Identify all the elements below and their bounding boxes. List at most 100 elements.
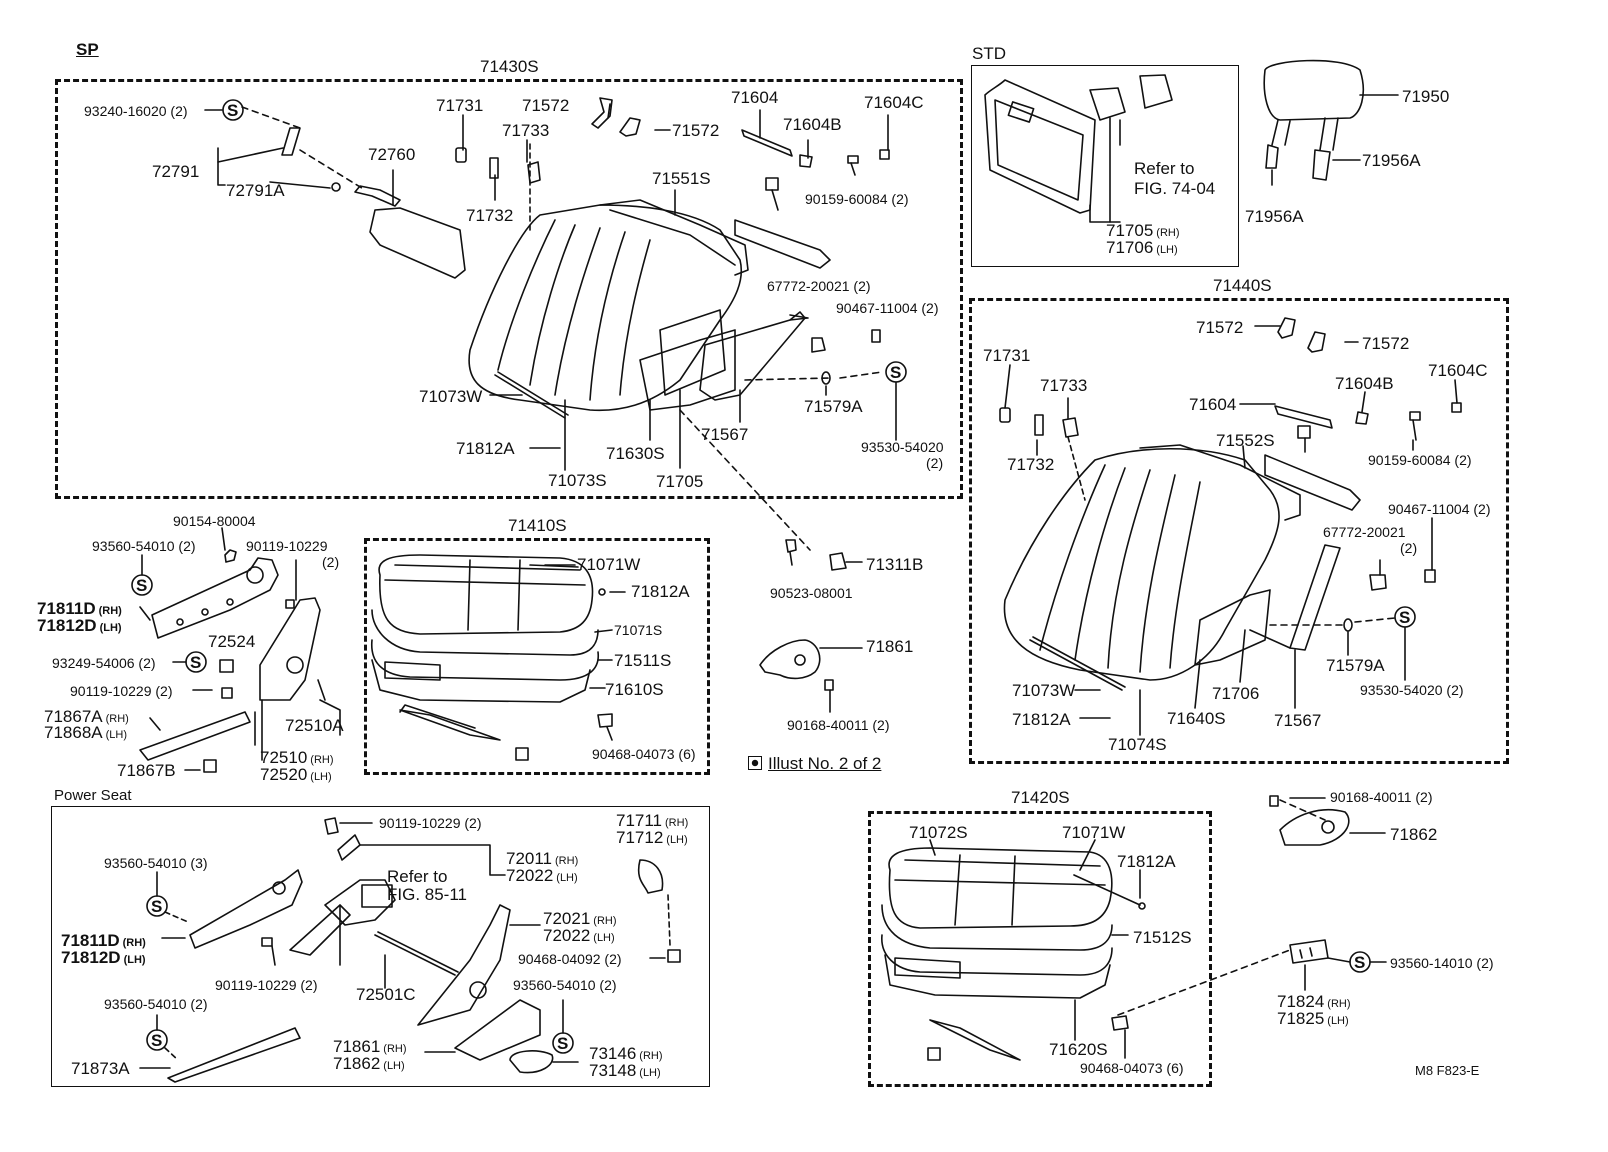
side-tag: (RH): [1156, 227, 1180, 239]
part-label: 71430S: [480, 57, 539, 76]
side-tag: (LH): [556, 872, 578, 884]
s-badge: S: [190, 653, 202, 672]
part-label: 71862: [1390, 825, 1438, 844]
part-label: 71073S: [548, 471, 607, 490]
part-label: 71410S: [508, 516, 567, 535]
part-number: 71712: [616, 828, 664, 847]
part-label: 93560-14010 (2): [1390, 955, 1494, 971]
side-tag: (RH): [555, 855, 579, 867]
illust-label: Illust No. 2 of 2: [748, 754, 881, 774]
part-label: 71711(RH): [616, 812, 688, 832]
part-label: 71552S: [1216, 431, 1275, 450]
part-label: 71706(LH): [1106, 239, 1178, 259]
part-label: 72524: [208, 632, 256, 651]
part-label: 71811D(RH): [61, 932, 146, 952]
side-tag: (LH): [99, 622, 122, 634]
s-badge: S: [557, 1034, 569, 1053]
part-number: 71812D: [37, 616, 97, 635]
part-label: 90168-40011 (2): [787, 717, 890, 733]
part-label: 71604B: [783, 115, 842, 134]
std-seatback-box: [969, 298, 1509, 764]
part-label: 71604B: [1335, 374, 1394, 393]
part-label: 90119-10229 (2): [70, 683, 173, 699]
part-label: 71733: [1040, 376, 1088, 395]
part-label: 71705(RH): [1106, 222, 1180, 242]
part-label: 71512S: [1133, 928, 1192, 947]
part-label: 71732: [466, 206, 514, 225]
part-number: 71825: [1277, 1009, 1325, 1028]
side-tag: (RH): [665, 817, 689, 829]
sp-cushion-box: [364, 538, 710, 775]
part-number: 71811D: [37, 599, 96, 618]
part-label: (2): [926, 455, 944, 471]
part-label: 90159-60084 (2): [1368, 452, 1472, 468]
part-label: 72510(RH): [260, 749, 334, 769]
part-label: 71950: [1402, 87, 1450, 106]
part-label: 93560-54010 (2): [92, 538, 196, 554]
part-label: 72510A: [285, 716, 344, 735]
part-label: 72022(LH): [506, 867, 578, 887]
section-sp-title: SP: [76, 40, 99, 59]
part-label: 71733: [502, 121, 550, 140]
part-label: 72021(RH): [543, 910, 617, 930]
part-label: 71956A: [1362, 151, 1421, 170]
part-label: 72011(RH): [506, 850, 578, 870]
part-label: 93249-54006 (2): [52, 655, 156, 671]
part-number: 71868A: [44, 723, 103, 742]
part-label: 73146(RH): [589, 1045, 663, 1065]
part-label: 71812D(LH): [37, 617, 122, 637]
part-number: 71867A: [44, 707, 103, 726]
sp-seatback-box: [55, 79, 963, 499]
side-tag: (LH): [383, 1060, 405, 1072]
part-label: 71572: [672, 121, 720, 140]
part-label: 71824(RH): [1277, 993, 1351, 1013]
part-label: 71861: [866, 637, 914, 656]
part-label: 71630S: [606, 444, 665, 463]
part-label: 71071W: [1062, 823, 1126, 842]
part-label: 71731: [436, 96, 484, 115]
part-label: 71731: [983, 346, 1031, 365]
part-label: 71579A: [1326, 656, 1385, 675]
part-label: 93560-54010 (2): [104, 996, 208, 1012]
part-label: 71620S: [1049, 1040, 1108, 1059]
part-number: 71811D: [61, 931, 120, 950]
part-label: 71712(LH): [616, 829, 688, 849]
part-label: 71861(RH): [333, 1038, 407, 1058]
footer-code: M8 F823-E: [1415, 1063, 1480, 1078]
s-badge: S: [1354, 953, 1366, 972]
part-label: 71705: [656, 472, 704, 491]
part-label: 71572: [1196, 318, 1244, 337]
part-label: 90159-60084 (2): [805, 191, 909, 207]
part-number: 71706: [1106, 238, 1154, 257]
part-label: 72022(LH): [543, 927, 615, 947]
s-badge: S: [151, 897, 163, 916]
std-cushion-box: [868, 811, 1212, 1087]
side-tag: (RH): [122, 937, 146, 949]
part-label: 71867A(RH): [44, 708, 129, 728]
part-label: (2): [1400, 540, 1418, 556]
refer-note: FIG. 85-11: [387, 885, 467, 904]
part-label: 93560-54010 (2): [513, 977, 617, 993]
part-number: 72022: [506, 866, 554, 885]
side-tag: (RH): [593, 915, 617, 927]
part-label: 90168-40011 (2): [1330, 789, 1433, 805]
part-label: 71311B: [866, 555, 924, 574]
part-label: 71732: [1007, 455, 1055, 474]
part-label: 90523-08001: [770, 585, 853, 601]
part-label: 90467-11004 (2): [836, 300, 939, 316]
side-tag: (LH): [310, 771, 332, 783]
part-label: 90154-80004: [173, 513, 256, 529]
part-label: 71812D(LH): [61, 949, 146, 969]
refer-note: Refer to: [1134, 159, 1195, 178]
part-label: 71572: [1362, 334, 1410, 353]
s-badge: S: [1399, 608, 1411, 627]
part-label: 71567: [1274, 711, 1322, 730]
side-tag: (LH): [593, 932, 615, 944]
part-label: 71640S: [1167, 709, 1226, 728]
refer-note: FIG. 74-04: [1134, 179, 1216, 198]
side-tag: (RH): [1327, 998, 1351, 1010]
part-number: 72011: [506, 849, 553, 868]
part-label: (2): [322, 554, 340, 570]
part-label: 71071S: [614, 622, 663, 638]
